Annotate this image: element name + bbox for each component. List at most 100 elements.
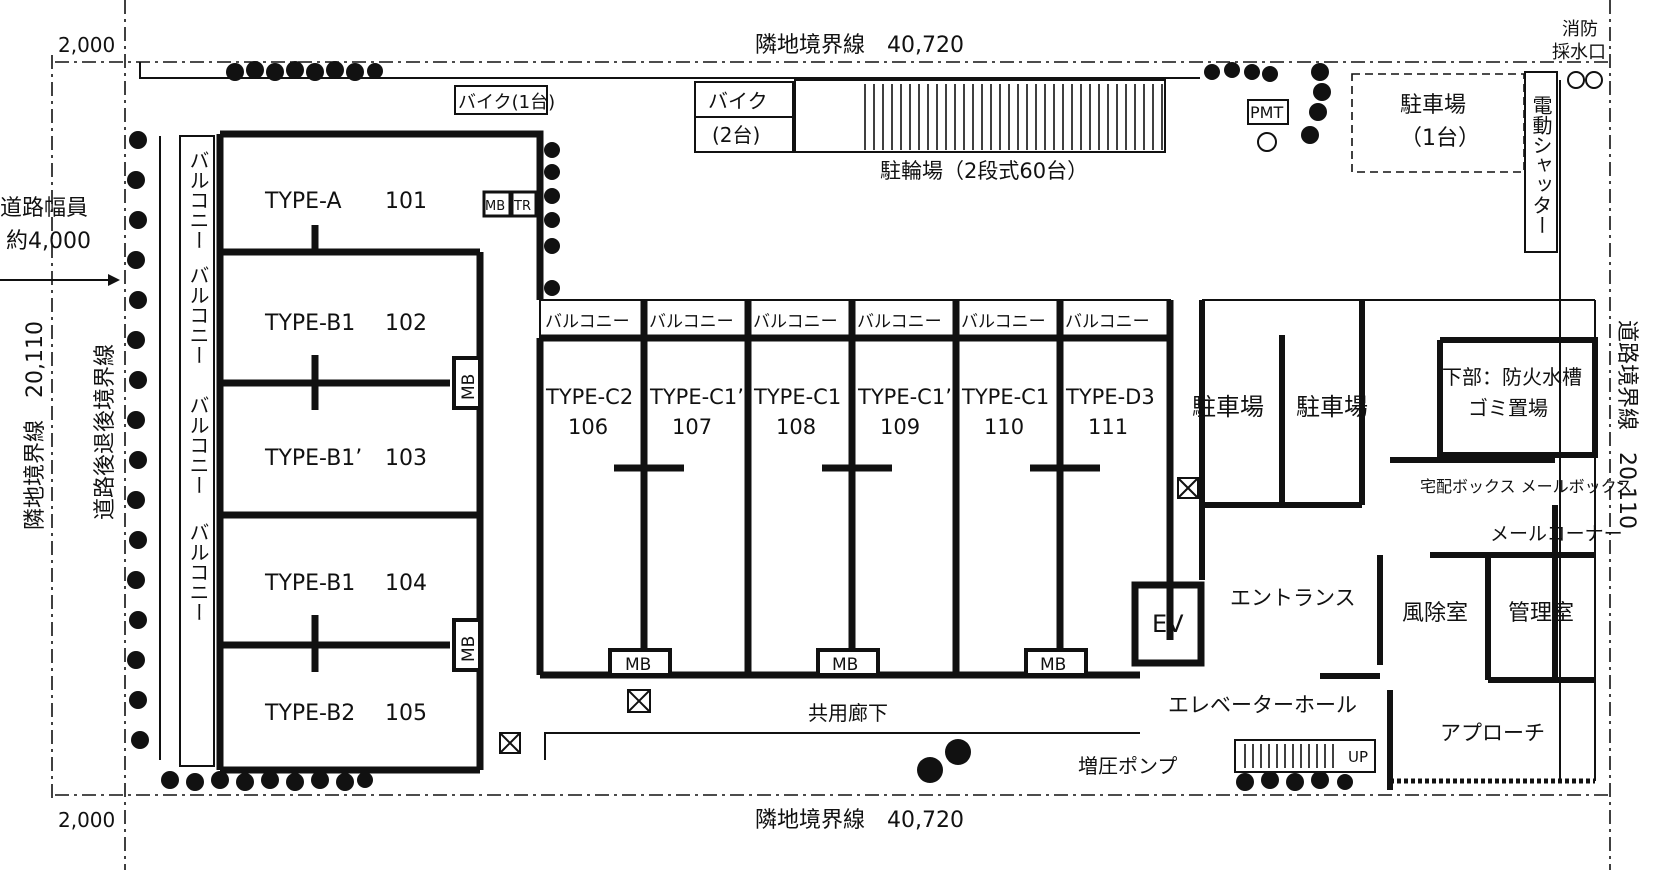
- balcony-label: バルコニー: [1065, 312, 1150, 332]
- shutter-label: 電動シャッター: [1529, 95, 1553, 235]
- unit-106: TYPE-C2 106 バルコニー: [545, 312, 633, 439]
- unit-102: TYPE-B1 102 バルコニー: [186, 265, 427, 365]
- corridor-label: 共用廊下: [808, 701, 888, 725]
- fire-tank-label: 下部：防火水槽: [1442, 365, 1582, 389]
- unit-103: TYPE-B1’ 103 バルコニー: [186, 395, 427, 495]
- site-boundary: [51, 0, 1611, 870]
- unit-type: TYPE-B2: [264, 701, 355, 726]
- unit-type: TYPE-D3: [1065, 385, 1155, 409]
- bike-one-label: バイク(1台): [458, 92, 555, 113]
- windbreak-label: 風除室: [1402, 601, 1468, 626]
- unit-number: 104: [385, 571, 427, 596]
- balcony-label: バルコニー: [545, 312, 630, 332]
- unit-type: TYPE-B1: [264, 571, 355, 596]
- balcony-label: バルコニー: [857, 312, 942, 332]
- unit-105: TYPE-B2 105: [264, 701, 427, 726]
- parking-one-area: [1351, 73, 1525, 173]
- unit-111: TYPE-D3 111 バルコニー: [1065, 312, 1155, 439]
- svg-text:UP: UP: [1348, 748, 1368, 766]
- parking-one-count: （1台）: [1400, 126, 1480, 151]
- bicycle-rack: [794, 79, 1166, 153]
- approach-label: アプローチ: [1440, 721, 1545, 745]
- road-width-value: 約4,000: [6, 229, 91, 254]
- booster-pump-label: 増圧ポンプ: [1078, 754, 1177, 778]
- unit-107: TYPE-C1’ 107 バルコニー: [649, 312, 744, 439]
- bike-one-box: [454, 85, 548, 115]
- left-neighbor-label: 隣地境界線 20,110: [23, 321, 48, 530]
- mb-box-west-mid: MB: [452, 356, 482, 410]
- bottom-boundary-label: 隣地境界線 40,720: [755, 808, 964, 833]
- east-walls: [1199, 300, 1598, 790]
- balcony-label: バルコニー: [186, 522, 210, 622]
- garbage-label: ゴミ置場: [1468, 396, 1548, 420]
- manager-label: 管理室: [1508, 601, 1574, 626]
- unit-number: 111: [1088, 415, 1128, 439]
- unit-type: TYPE-C1: [753, 385, 841, 409]
- unit-type: TYPE-C1’: [649, 385, 744, 409]
- shutter-box: [1524, 71, 1558, 253]
- balcony-label: バルコニー: [649, 312, 734, 332]
- parking-one-label: 駐車場: [1400, 93, 1466, 118]
- mb-box-center-1: MB: [608, 648, 672, 713]
- road-width-label: 道路幅員: [0, 196, 88, 221]
- bike-two-label: バイク: [708, 89, 768, 113]
- mail-corner-label: メールコーナー: [1490, 523, 1623, 545]
- unit-number: 101: [385, 189, 427, 214]
- balcony-label: バルコニー: [753, 312, 838, 332]
- center-unit-dividers: [614, 300, 1100, 675]
- elevator: EV: [1131, 581, 1205, 667]
- unit-type: TYPE-B1’: [264, 446, 362, 471]
- unit-type: TYPE-C2: [545, 385, 633, 409]
- unit-number: 107: [672, 415, 712, 439]
- svg-text:MB: MB: [459, 636, 479, 662]
- parking-b-label: 駐車場: [1296, 393, 1368, 421]
- right-road-label: 道路境界線 20,110: [1614, 320, 1639, 529]
- fire-intake-label: 消防: [1562, 19, 1598, 40]
- svg-text:TR: TR: [513, 199, 531, 214]
- unit-type: TYPE-B1: [264, 311, 355, 336]
- pmt-box: [1247, 99, 1289, 125]
- delivery-mail-label: 宅配ボックス メールボックス: [1420, 477, 1632, 496]
- hedge-bottom: [161, 739, 1353, 791]
- mb-box-center-3: MB: [1024, 648, 1088, 677]
- road-arrow: [0, 274, 120, 286]
- parking-a-label: 駐車場: [1192, 393, 1264, 421]
- unit-number: 102: [385, 311, 427, 336]
- entrance-label: エントランス: [1230, 586, 1356, 610]
- unit-number: 103: [385, 446, 427, 471]
- unit-number: 106: [568, 415, 608, 439]
- hedge-left: [127, 131, 149, 749]
- west-wing-walls: [216, 130, 544, 774]
- balcony-label: バルコニー: [961, 312, 1046, 332]
- left-dim-bottom: 2,000: [58, 808, 115, 832]
- svg-text:MB: MB: [625, 655, 651, 675]
- left-setback-label: 道路後退後境界線: [93, 344, 118, 520]
- west-balcony-rails: [159, 135, 215, 767]
- booster-stairs: UP: [1234, 739, 1376, 773]
- left-dim-top: 2,000: [58, 33, 115, 57]
- pmt-label: PMT: [1250, 103, 1283, 122]
- fire-intake-label-2: 採水口: [1552, 42, 1606, 63]
- unit-104: TYPE-B1 104 バルコニー: [186, 522, 427, 622]
- mb-box-center-2: MB: [816, 648, 880, 677]
- svg-text:MB: MB: [459, 374, 479, 400]
- svg-text:EV: EV: [1152, 610, 1184, 638]
- mb-box-west-top: MB TR: [482, 190, 538, 218]
- balcony-label: バルコニー: [186, 395, 210, 495]
- unit-number: 110: [984, 415, 1024, 439]
- unit-type: TYPE-C1’: [857, 385, 952, 409]
- fire-intake-icon: [1567, 71, 1603, 89]
- unit-number: 105: [385, 701, 427, 726]
- hedge-middle: [544, 142, 560, 296]
- balcony-label: バルコニー: [186, 150, 210, 250]
- unit-type: TYPE-A: [264, 189, 342, 214]
- unit-number: 108: [776, 415, 816, 439]
- unit-108: TYPE-C1 108 バルコニー: [753, 312, 841, 439]
- unit-101: TYPE-A 101 バルコニー: [186, 150, 427, 250]
- balcony-label: バルコニー: [186, 265, 210, 365]
- bike-two-count: (2台): [712, 123, 760, 147]
- elevator-hall-label: エレベーターホール: [1168, 693, 1357, 717]
